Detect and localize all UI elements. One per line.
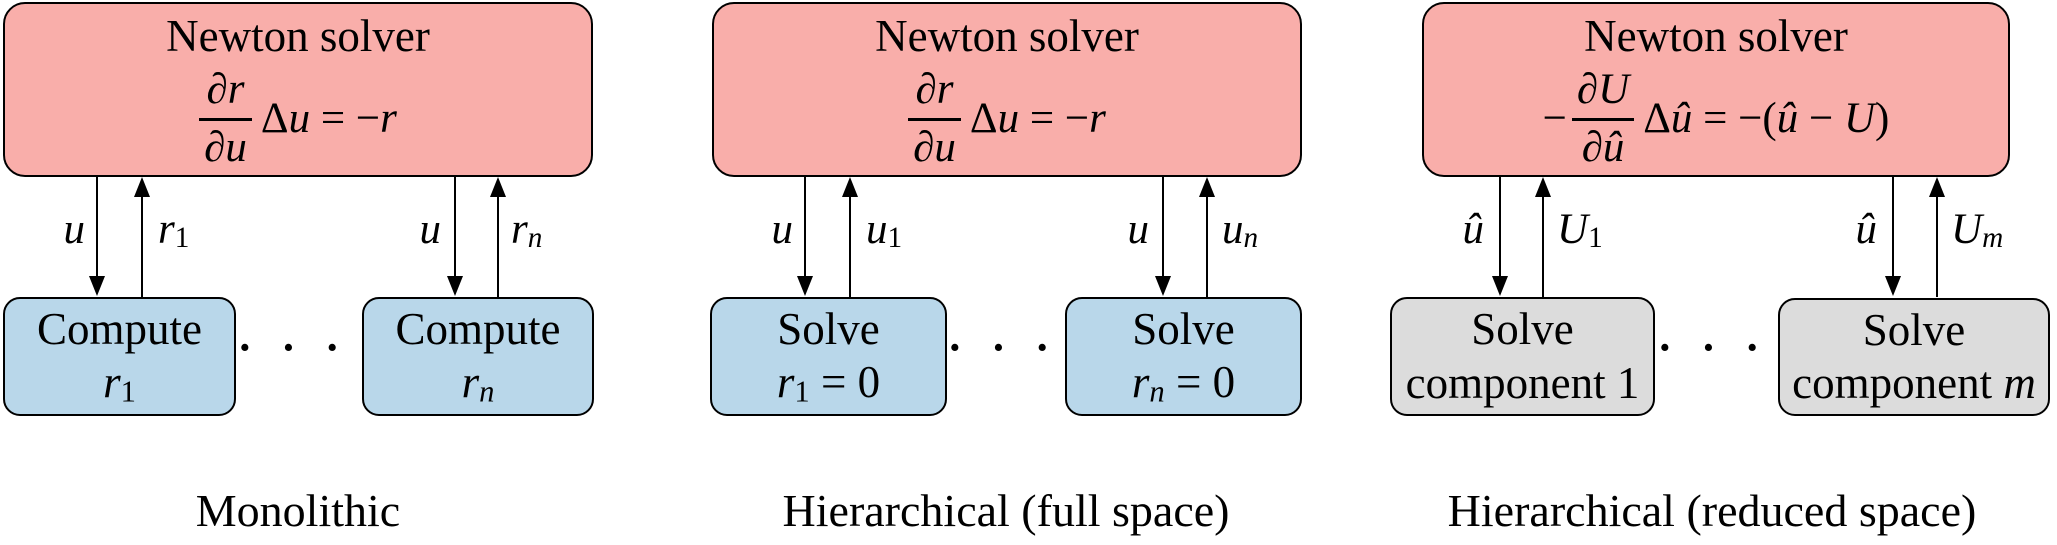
arrow-shaft [1891,177,1895,278]
solver-title: Newton solver [875,11,1139,61]
label-un: un [1222,206,1259,255]
solver-equation: − ∂U ∂û Δû = −(û − U) [1543,63,1890,175]
equation-rhs: Δu = −r [969,95,1106,143]
solver-equation: ∂r ∂u Δu = −r [199,63,397,175]
label-uhat-left: û [1462,206,1485,253]
component-line2: r1 [103,357,136,409]
component-line2: component 1 [1405,357,1640,408]
compute-r1-box: Compute r1 [3,297,236,416]
equation-rhs: Δu = −r [260,95,397,143]
equation-lead-minus: − [1542,95,1567,143]
arrow-shaft [95,177,99,278]
label-rn: rn [511,206,543,255]
caption-hierarchical-full: Hierarchical (full space) [782,485,1230,536]
solver-title: Newton solver [166,11,430,61]
newton-solver-box: Newton solver ∂r ∂u Δu = −r [3,2,593,177]
fraction-denominator: ∂û [1581,123,1625,171]
arrowhead-down-icon [1884,276,1901,296]
arrowhead-up-icon [1534,177,1551,197]
solve-component-m-box: Solve component m [1778,298,2050,416]
solver-equation: ∂r ∂u Δu = −r [908,63,1106,175]
component-line2: rn [461,357,495,409]
component-line2: r1 = 0 [776,357,881,409]
caption-hierarchical-reduced: Hierarchical (reduced space) [1447,485,1977,536]
equation-rhs: Δû = −(û − U) [1643,95,1890,143]
arrowhead-up-icon [1928,177,1945,197]
solve-component-1-box: Solve component 1 [1390,297,1655,416]
fraction-numerator: ∂U [1571,66,1635,121]
newton-solver-box: Newton solver ∂r ∂u Δu = −r [712,2,1302,177]
arrowhead-up-icon [133,177,150,197]
ellipsis-dots: · · · [1657,323,1769,372]
arrowhead-down-icon [1154,276,1171,296]
compute-rn-box: Compute rn [362,297,594,416]
arrow-shaft [1541,196,1545,297]
caption-monolithic: Monolithic [195,485,401,536]
fraction-numerator: ∂r [199,66,252,121]
component-line2: rn = 0 [1131,357,1236,409]
ellipsis-dots: · · · [237,323,349,372]
label-U1: U1 [1557,206,1603,255]
component-line1: Compute [395,304,561,355]
solve-r1-box: Solve r1 = 0 [710,297,947,416]
arrowhead-up-icon [1198,177,1215,197]
arrowhead-down-icon [796,276,813,296]
arrowhead-down-icon [88,276,105,296]
arrowhead-down-icon [1491,276,1508,296]
label-u-left: u [63,206,86,253]
label-u-right: u [1127,206,1150,253]
label-u-right: u [419,206,442,253]
fraction-numerator: ∂r [908,66,961,121]
arrow-shaft [1161,177,1165,278]
arrow-shaft [453,177,457,278]
component-line1: Solve [1471,304,1574,355]
arrow-shaft [1935,196,1939,297]
newton-solver-box: Newton solver − ∂U ∂û Δû = −(û − U) [1422,2,2010,177]
arrowhead-down-icon [446,276,463,296]
ellipsis-dots: · · · [947,323,1059,372]
arrow-shaft [803,177,807,278]
label-u1: u1 [866,206,903,255]
arrow-shaft [1498,177,1502,278]
component-line2: component m [1792,358,2036,408]
component-line1: Compute [37,304,202,355]
equation-fraction: ∂U ∂û [1571,66,1635,172]
arrowhead-up-icon [489,177,506,197]
label-u-left: u [771,206,794,253]
component-line1: Solve [1132,304,1235,355]
arrowhead-up-icon [841,177,858,197]
arrow-shaft [140,196,144,297]
component-line1: Solve [777,304,880,355]
fraction-denominator: ∂u [204,123,247,171]
label-uhat-right: û [1855,206,1878,253]
solve-rn-box: Solve rn = 0 [1065,297,1302,416]
label-r1: r1 [158,206,190,255]
solver-title: Newton solver [1584,11,1848,61]
equation-fraction: ∂r ∂u [199,66,252,172]
arrow-shaft [1205,196,1209,297]
component-line1: Solve [1862,304,1966,355]
arrow-shaft [496,196,500,297]
fraction-denominator: ∂u [913,123,956,171]
label-Um: Um [1951,206,2004,255]
arrow-shaft [848,196,852,297]
equation-fraction: ∂r ∂u [908,66,961,172]
